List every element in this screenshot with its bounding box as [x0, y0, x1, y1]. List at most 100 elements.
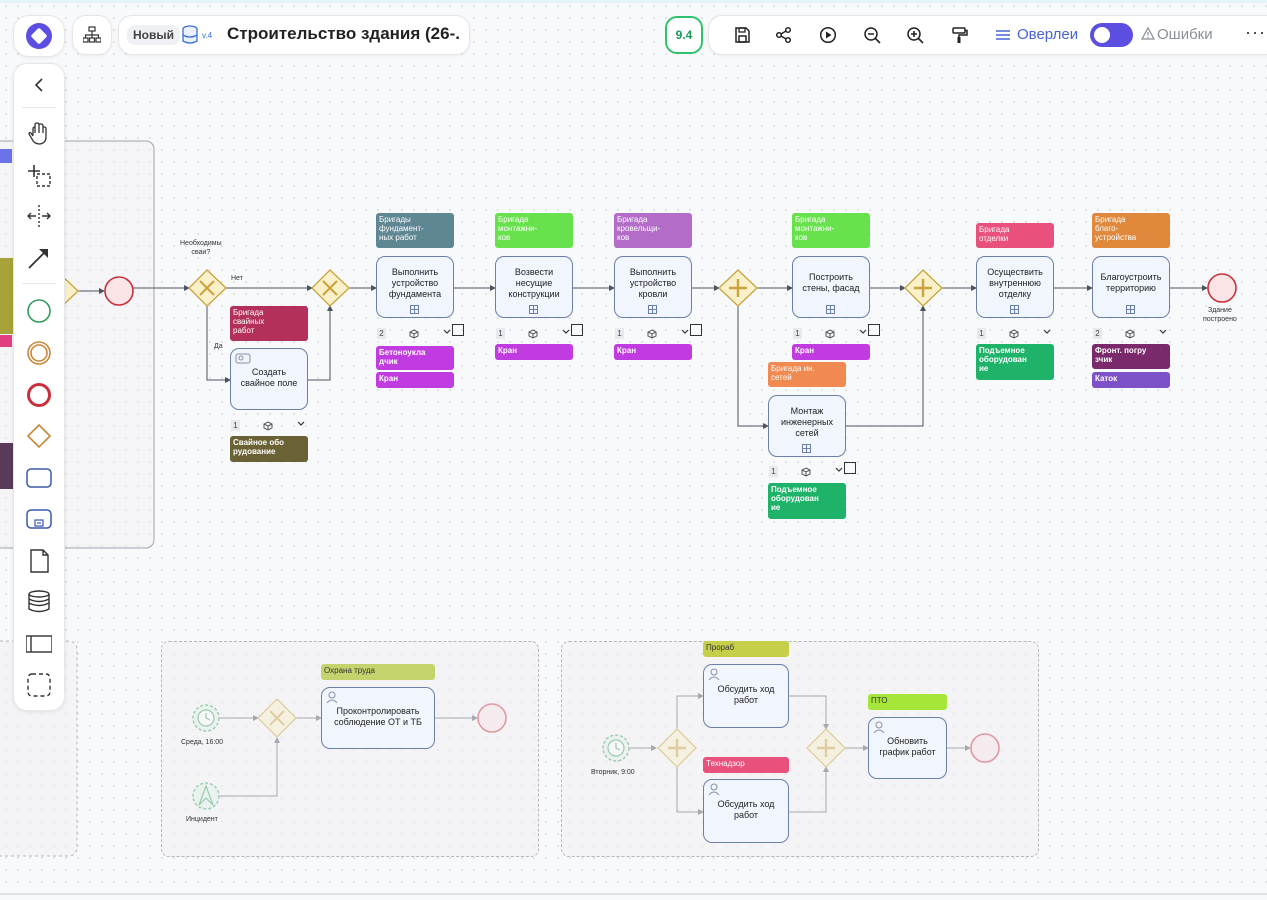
task-update-schedule[interactable]: Обновить график работ	[868, 717, 947, 779]
task-roof[interactable]: Выполнить устройство кровли	[614, 256, 692, 318]
data-store-icon[interactable]	[26, 589, 52, 615]
task-counter-bar[interactable]: 1	[615, 324, 702, 340]
overlays-button[interactable]: Оверлеи	[995, 26, 1078, 43]
task-facade[interactable]: Построить стены, фасад	[792, 256, 870, 318]
chevron-down-icon[interactable]	[1159, 328, 1167, 336]
role-tag-walls[interactable]: Бригада монтажни- ков	[495, 213, 573, 248]
zoom-out-icon[interactable]	[863, 26, 881, 44]
chevron-down-icon[interactable]	[443, 328, 451, 336]
subprocess-marker[interactable]	[826, 305, 835, 314]
collapse-chevron-left-icon[interactable]	[26, 72, 52, 98]
end-event[interactable]	[104, 276, 134, 306]
data-object-icon[interactable]	[26, 548, 52, 574]
share-icon[interactable]	[775, 26, 793, 44]
subprocess-marker[interactable]	[648, 305, 657, 314]
task-counter-bar[interactable]: 2	[377, 324, 464, 340]
zoom-in-icon[interactable]	[906, 26, 924, 44]
task-networks[interactable]: Монтаж инженерных сетей	[768, 395, 846, 457]
chevron-down-icon[interactable]	[681, 328, 689, 336]
role-tag-safety[interactable]: Охрана труда	[321, 664, 435, 680]
chevron-down-icon[interactable]	[859, 328, 867, 336]
space-tool-icon[interactable]	[26, 203, 52, 229]
expand-icon[interactable]	[452, 324, 464, 336]
gateway-parallel-join[interactable]	[904, 269, 943, 307]
expand-icon[interactable]	[571, 324, 583, 336]
status-badge[interactable]: Новый	[127, 25, 180, 45]
task-territory[interactable]: Благоустроить территорию	[1092, 256, 1170, 318]
lasso-select-icon[interactable]	[26, 163, 52, 189]
process-title-bar[interactable]: Новый v.4 Строительство здания (26-.	[118, 15, 470, 55]
expand-icon[interactable]	[868, 324, 880, 336]
chevron-down-icon[interactable]	[1043, 328, 1051, 336]
resource-tag-front-loader[interactable]: Фронт. погру зчик	[1092, 344, 1170, 369]
role-tag-roof[interactable]: Бригада кровельщи- ков	[614, 213, 692, 248]
save-icon[interactable]	[733, 26, 751, 44]
task-safety-control[interactable]: Проконтролировать соблюдение ОТ и ТБ	[321, 687, 435, 749]
more-menu-icon[interactable]: ···	[1245, 22, 1266, 42]
connect-arrow-icon[interactable]	[26, 245, 52, 271]
subprocess-marker[interactable]	[802, 444, 811, 453]
task-structures[interactable]: Возвести несущие конструкции	[495, 256, 573, 318]
role-tag-foundation[interactable]: Бригады фундамент- ных работ	[376, 213, 454, 248]
quality-score-badge[interactable]: 9.4	[665, 16, 703, 54]
subprocess-marker[interactable]	[529, 305, 538, 314]
subprocess-marker[interactable]	[1126, 305, 1135, 314]
end-event-building-built[interactable]	[1207, 273, 1237, 303]
task-pile-field[interactable]: Создать свайное поле	[230, 348, 308, 410]
task-counter-bar[interactable]: 1	[977, 328, 1055, 340]
resource-tag-crane[interactable]: Кран	[376, 372, 454, 388]
format-paint-icon[interactable]	[950, 26, 968, 44]
resource-tag-lifting-equipment[interactable]: Подъемное оборудован ие	[768, 483, 846, 519]
role-tag-pto[interactable]: ПТО	[868, 694, 947, 710]
end-event-icon[interactable]	[26, 382, 52, 408]
role-tag-technadzor[interactable]: Технадзор	[703, 757, 789, 773]
resource-tag-crane[interactable]: Кран	[495, 344, 573, 360]
role-tag-networks[interactable]: Бригада ин. сетей	[768, 362, 846, 387]
chevron-down-icon[interactable]	[297, 420, 305, 428]
task-counter-bar[interactable]: 1	[496, 324, 583, 340]
horizontal-scrollbar[interactable]	[0, 893, 1267, 895]
gateway-parallel-split[interactable]	[718, 269, 758, 307]
intermediate-event-icon[interactable]	[26, 340, 52, 366]
group-icon[interactable]	[26, 672, 52, 698]
overlays-toggle[interactable]	[1090, 23, 1133, 47]
chevron-down-icon[interactable]	[562, 328, 570, 336]
role-tag-piles[interactable]: Бригада свайных работ	[230, 306, 308, 341]
page-title[interactable]: Строительство здания (26-.	[227, 24, 460, 43]
start-event-icon[interactable]	[26, 298, 52, 324]
expand-icon[interactable]	[844, 462, 856, 474]
resource-tag-roller[interactable]: Каток	[1092, 372, 1170, 388]
database-icon[interactable]	[181, 25, 199, 45]
role-tag-interior[interactable]: Бригада отделки	[976, 223, 1054, 248]
task-counter-bar[interactable]: 1	[231, 420, 309, 432]
resource-tag-lifting-equipment[interactable]: Подъемное оборудован ие	[976, 344, 1054, 380]
hand-tool-icon[interactable]	[26, 121, 52, 147]
subprocess-marker[interactable]	[410, 305, 419, 314]
gateway-exclusive-piles[interactable]	[188, 269, 227, 307]
resource-tag-crane[interactable]: Кран	[614, 344, 692, 360]
subprocess-icon[interactable]	[26, 506, 52, 532]
chevron-down-icon[interactable]	[835, 466, 843, 474]
task-counter-bar[interactable]: 1	[793, 324, 880, 340]
task-discuss-progress-2[interactable]: Обсудить ход работ	[703, 779, 789, 843]
resource-tag-crane[interactable]: Кран	[792, 344, 870, 360]
resource-tag-concrete[interactable]: Бетоноукла дчик	[376, 346, 454, 370]
role-tag-prorab[interactable]: Прораб	[703, 641, 789, 657]
task-interior[interactable]: Осуществить внутреннюю отделку	[976, 256, 1054, 318]
expand-icon[interactable]	[690, 324, 702, 336]
task-counter-bar[interactable]: 2	[1093, 328, 1171, 340]
task-foundation[interactable]: Выполнить устройство фундамента	[376, 256, 454, 318]
gateway-icon[interactable]	[26, 423, 52, 449]
subprocess-marker[interactable]	[1010, 305, 1019, 314]
lane-weekly-meeting[interactable]	[561, 641, 1039, 857]
task-counter-bar[interactable]: 1	[769, 462, 856, 478]
app-logo-button[interactable]	[13, 15, 65, 57]
role-tag-facade[interactable]: Бригада монтажни- ков	[792, 213, 870, 248]
structure-button[interactable]	[72, 15, 112, 55]
pool-icon[interactable]	[26, 631, 52, 657]
task-icon[interactable]	[26, 465, 52, 491]
gateway-exclusive-merge[interactable]	[311, 269, 350, 307]
role-tag-territory[interactable]: Бригада благо- устройства	[1092, 213, 1170, 248]
play-icon[interactable]	[819, 26, 837, 44]
resource-tag-pile-equipment[interactable]: Свайное обо рудование	[230, 436, 308, 462]
